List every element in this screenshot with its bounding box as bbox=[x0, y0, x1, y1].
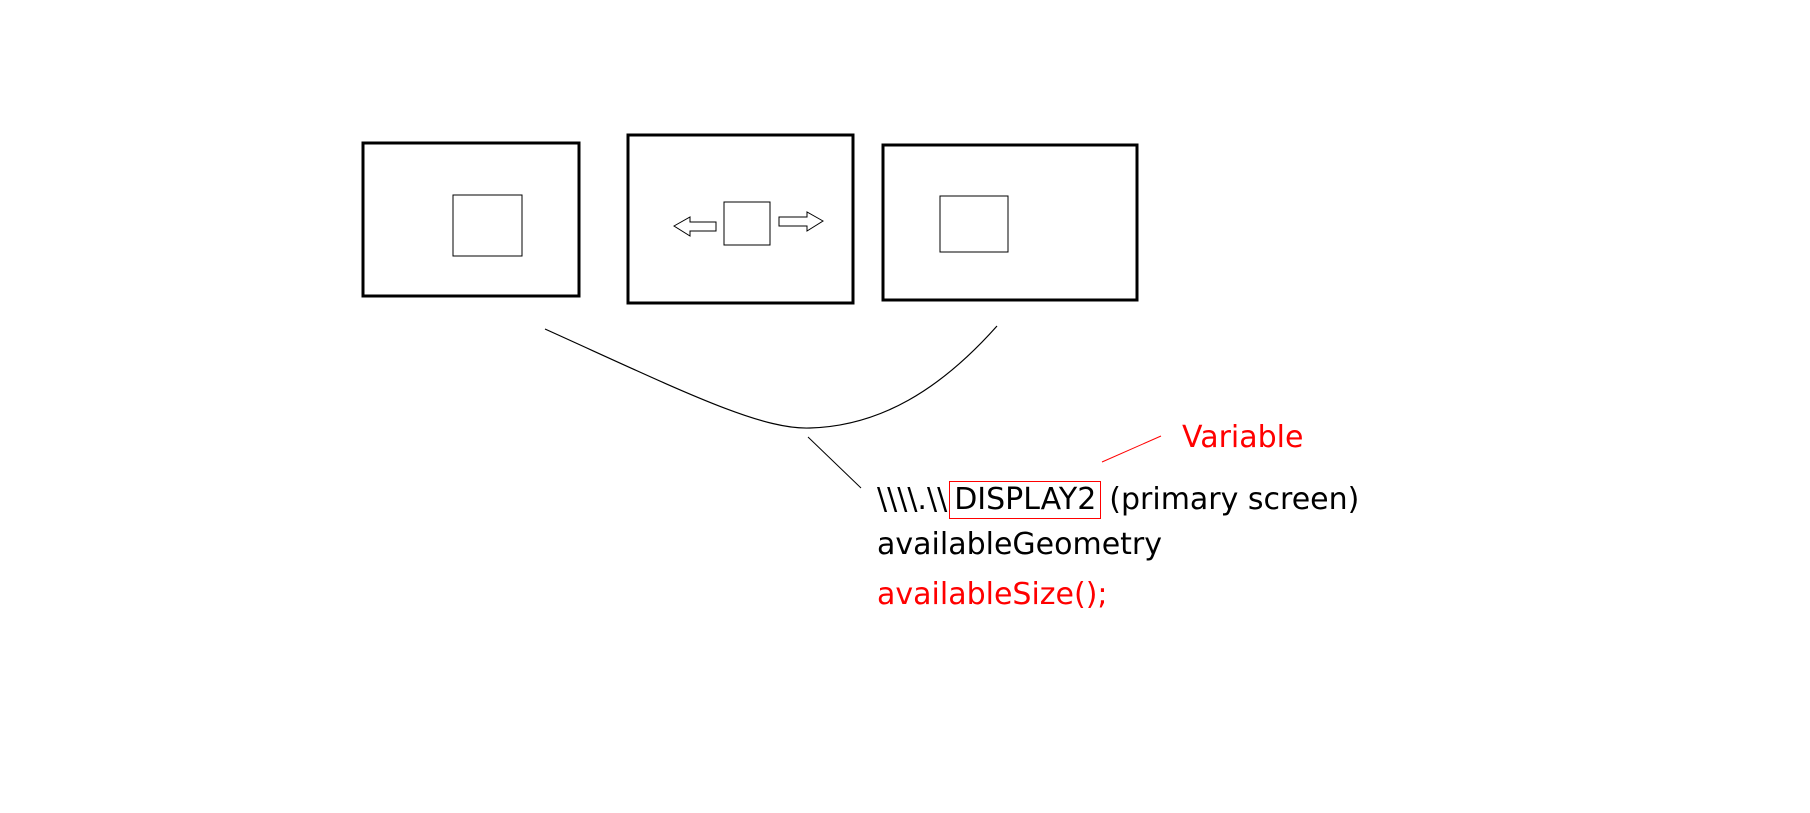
window-right bbox=[939, 195, 1009, 253]
grouping-curve bbox=[544, 325, 998, 429]
size-call-label: availableSize(); bbox=[877, 577, 1108, 612]
leader-line-variable bbox=[1101, 435, 1162, 463]
right-arrow-icon bbox=[778, 211, 824, 232]
leader-line-device bbox=[807, 436, 862, 489]
monitor-left bbox=[361, 141, 581, 298]
monitor-left-frame bbox=[361, 141, 581, 298]
variable-label: Variable bbox=[1182, 420, 1304, 455]
monitor-right-frame bbox=[881, 143, 1139, 302]
monitor-middle-frame bbox=[626, 133, 855, 305]
monitor-middle bbox=[626, 133, 855, 305]
window-middle bbox=[723, 201, 771, 246]
device-path-line: \\\\.\\DISPLAY2(primary screen) bbox=[877, 481, 1359, 519]
display-name-highlight: DISPLAY2 bbox=[949, 481, 1102, 519]
device-prefix: \\\\.\\ bbox=[877, 482, 948, 517]
geometry-label: availableGeometry bbox=[877, 527, 1162, 562]
screen-note: (primary screen) bbox=[1109, 482, 1360, 517]
left-arrow-icon bbox=[673, 216, 717, 237]
window-left bbox=[452, 194, 523, 257]
monitor-right bbox=[881, 143, 1139, 302]
